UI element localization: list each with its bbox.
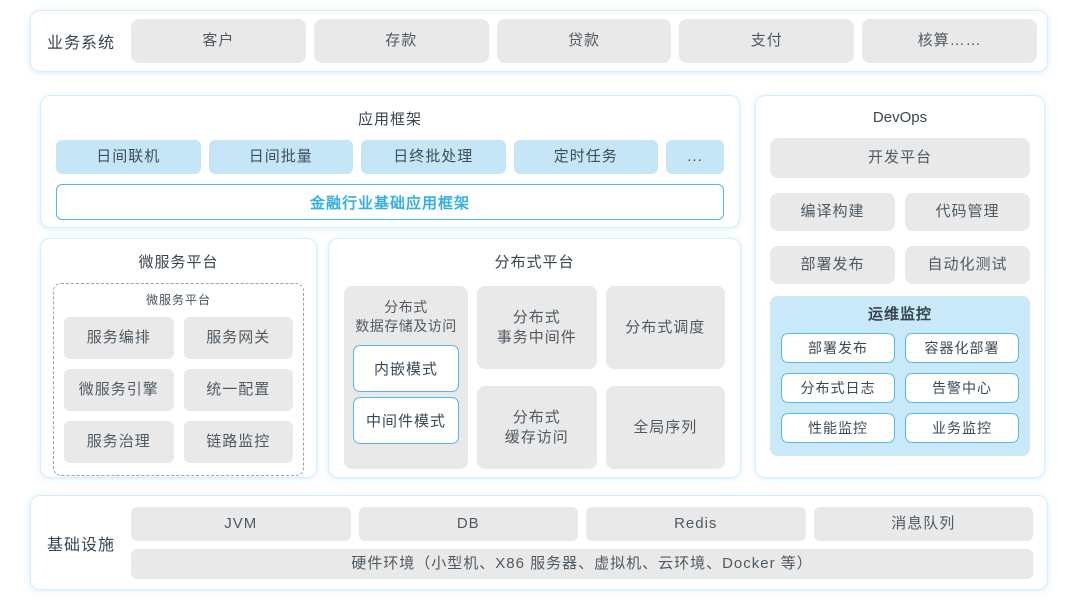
monitor-business: 业务监控 [905, 413, 1019, 443]
business-system-deposit: 存款 [313, 19, 489, 63]
business-system-loan: 贷款 [496, 19, 672, 63]
microservice-platform-title: 微服务平台 [138, 254, 219, 271]
automated-testing: 自动化测试 [905, 246, 1030, 284]
embedded-mode: 内嵌模式 [353, 344, 459, 392]
unified-config: 统一配置 [183, 369, 293, 411]
ops-monitoring-grid: 部署发布 容器化部署 分布式日志 告警中心 性能监控 业务监控 [781, 333, 1019, 443]
devops-inner: 开发平台 编译构建 代码管理 部署发布 自动化测试 运维监控 部署发布 容器化部… [756, 126, 1044, 456]
service-orchestration: 服务编排 [64, 317, 174, 359]
distributed-data-storage-title: 分布式 数据存储及访问 [355, 299, 457, 334]
trace-monitoring: 链路监控 [183, 421, 293, 463]
runtime-message-queue: 消息队列 [813, 506, 1033, 541]
ops-monitoring-box: 运维监控 部署发布 容器化部署 分布式日志 告警中心 性能监控 业务监控 [770, 296, 1030, 456]
devops-tools-grid: 编译构建 代码管理 部署发布 自动化测试 [770, 193, 1030, 284]
compile-build: 编译构建 [770, 193, 895, 231]
module-daytime-batch: 日间批量 [208, 140, 353, 174]
finance-base-framework: 金融行业基础应用框架 [56, 184, 724, 220]
app-framework-panel: 应用框架 日间联机 日间批量 日终批处理 定时任务 ... 金融行业基础应用框架 [40, 95, 740, 228]
service-gateway: 服务网关 [183, 317, 293, 359]
monitor-performance: 性能监控 [781, 413, 895, 443]
runtime-db: DB [358, 506, 578, 541]
ops-monitoring-title: 运维监控 [867, 306, 932, 323]
business-system-payment: 支付 [679, 19, 855, 63]
distributed-platform-title: 分布式平台 [494, 254, 575, 271]
global-sequence: 全局序列 [605, 386, 725, 469]
distributed-grid: 分布式 数据存储及访问 内嵌模式 中间件模式 分布式 事务中间件 分布式调度 分… [344, 286, 725, 469]
microservice-inner-title: 微服务平台 [145, 293, 211, 307]
middleware-mode: 中间件模式 [353, 396, 459, 444]
runtime-jvm: JVM [131, 506, 351, 541]
module-daytime-online: 日间联机 [56, 140, 201, 174]
service-governance: 服务治理 [64, 421, 174, 463]
monitor-alert-center: 告警中心 [905, 373, 1019, 403]
microservice-grid: 服务编排 服务网关 微服务引擎 统一配置 服务治理 链路监控 [64, 317, 293, 463]
module-eod-batch: 日终批处理 [361, 140, 506, 174]
infrastructure-label: 基础设施 [46, 536, 115, 554]
app-framework-modules-row: 日间联机 日间批量 日终批处理 定时任务 ... [56, 140, 724, 174]
module-more-ellipsis: ... [666, 140, 724, 174]
distributed-scheduling: 分布式调度 [605, 286, 725, 369]
infrastructure-panel: 基础设施 JVM DB Redis 消息队列 硬件环境（小型机、X86 服务器、… [30, 495, 1048, 590]
monitor-deploy-release: 部署发布 [781, 333, 895, 363]
deploy-release: 部署发布 [770, 246, 895, 284]
business-system-accounting: 核算…… [862, 19, 1037, 63]
business-system-customer: 客户 [131, 19, 306, 63]
business-systems-label: 业务系统 [46, 35, 115, 52]
runtime-redis: Redis [586, 506, 806, 541]
devops-panel: DevOps 开发平台 编译构建 代码管理 部署发布 自动化测试 运维监控 部署… [755, 95, 1045, 478]
module-scheduled-tasks: 定时任务 [513, 140, 658, 174]
microservice-engine: 微服务引擎 [64, 369, 174, 411]
business-systems-row: 客户 存款 贷款 支付 核算…… [131, 19, 1037, 63]
monitor-distributed-logs: 分布式日志 [781, 373, 895, 403]
distributed-data-storage: 分布式 数据存储及访问 内嵌模式 中间件模式 [344, 286, 468, 469]
hardware-environment: 硬件环境（小型机、X86 服务器、虚拟机、云环境、Docker 等） [131, 548, 1033, 579]
monitor-containerized-deploy: 容器化部署 [905, 333, 1019, 363]
microservice-inner-box: 微服务平台 服务编排 服务网关 微服务引擎 统一配置 服务治理 链路监控 [53, 283, 304, 476]
app-framework-title: 应用框架 [357, 111, 422, 128]
business-systems-panel: 业务系统 客户 存款 贷款 支付 核算…… [30, 10, 1048, 72]
devops-title: DevOps [872, 109, 928, 126]
distributed-cache-access: 分布式 缓存访问 [477, 386, 597, 469]
distributed-transaction-middleware: 分布式 事务中间件 [477, 286, 597, 369]
infrastructure-content: JVM DB Redis 消息队列 硬件环境（小型机、X86 服务器、虚拟机、云… [131, 506, 1033, 579]
infrastructure-runtimes-row: JVM DB Redis 消息队列 [131, 506, 1033, 541]
dev-platform: 开发平台 [770, 138, 1030, 178]
distributed-platform-panel: 分布式平台 分布式 数据存储及访问 内嵌模式 中间件模式 分布式 事务中间件 分… [328, 238, 741, 478]
microservice-platform-panel: 微服务平台 微服务平台 服务编排 服务网关 微服务引擎 统一配置 服务治理 链路… [40, 238, 317, 478]
code-management: 代码管理 [905, 193, 1030, 231]
